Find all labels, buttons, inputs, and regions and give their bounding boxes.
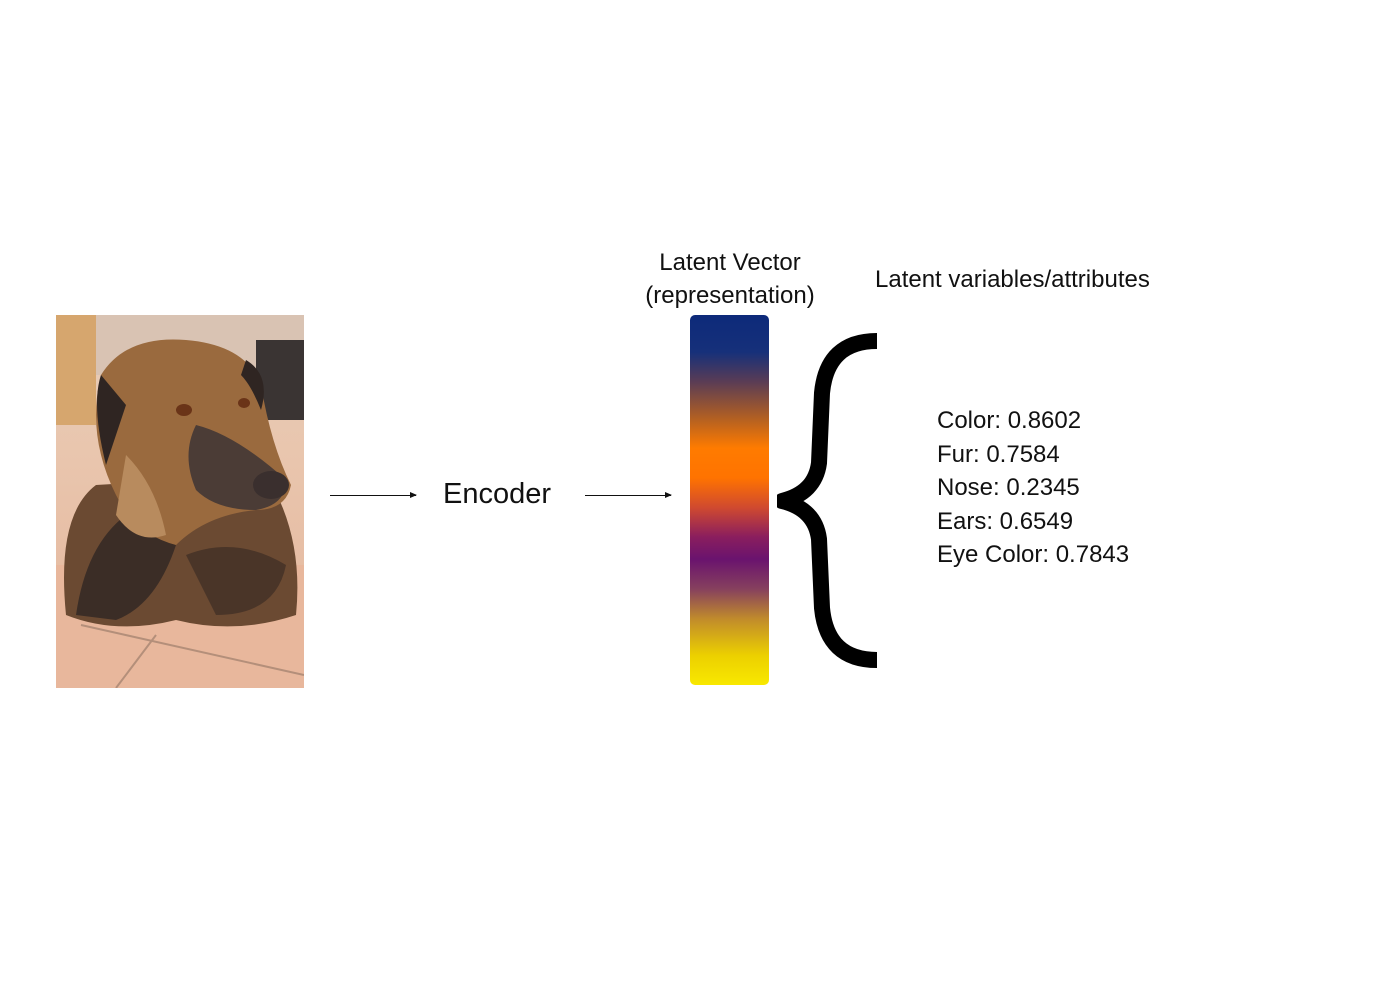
curly-brace-icon [777, 333, 878, 668]
latent-vector-title-line2: (representation) [645, 282, 815, 309]
latent-attributes-title: Latent variables/attributes [875, 266, 1150, 293]
attribute-eye-color: Eye Color: 0.7843 [937, 541, 1130, 568]
attribute-fur: Fur: 0.7584 [937, 440, 1060, 468]
latent-vector-title: Latent Vector (representation) [630, 246, 830, 312]
attribute-color: Color: 0.8602 [937, 407, 1082, 434]
latent-vector-title-line1: Latent Vector [659, 249, 801, 276]
dog-illustration [56, 315, 304, 688]
latent-vector-bar [690, 315, 769, 685]
attribute-ears: Ears: 0.6549 [937, 507, 1074, 535]
flow-arrow-encoder-to-vector [585, 492, 672, 498]
latent-attributes-list: Color: 0.8602 Fur: 0.7584 Nose: 0.2345 E… [937, 404, 1129, 572]
flow-arrow-image-to-encoder [330, 492, 417, 498]
encoder-label: Encoder [443, 478, 552, 510]
attribute-nose: Nose: 0.2345 [937, 474, 1080, 501]
input-dog-image [56, 315, 304, 688]
